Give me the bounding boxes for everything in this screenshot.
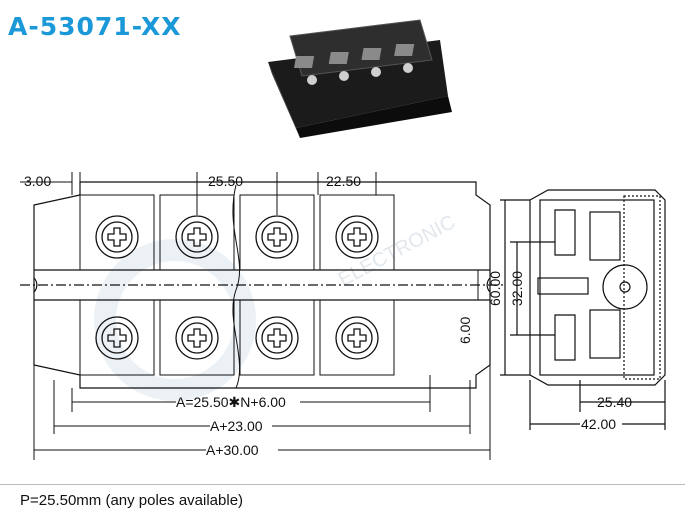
dim-pitch: 25.50 [208,173,243,189]
bottom-dimensions [33,365,491,460]
front-view [20,181,505,389]
dim-length-formula: A=25.50✱N+6.00 [176,394,286,410]
terminal-screws [95,215,379,360]
pitch-note: P=25.50mm (any poles available) [20,492,244,509]
dim-side-b: 42.00 [581,416,616,432]
dim-margin: 3.00 [24,173,51,189]
dim-half-pitch: 22.50 [326,173,361,189]
side-view [500,189,666,430]
dim-length-23: A+23.00 [210,418,263,434]
product-photo [268,19,452,138]
top-dimensions [20,172,377,215]
dim-length-30: A+30.00 [206,442,259,458]
offset-dimension [470,269,486,301]
part-number-title: A-53071-XX [8,12,182,41]
dim-offset: 6.00 [457,317,473,344]
dim-height-inner: 32.00 [509,271,525,306]
dim-height-total: 60.00 [487,271,503,306]
divider [0,484,685,485]
dim-side-a: 25.40 [597,394,632,410]
